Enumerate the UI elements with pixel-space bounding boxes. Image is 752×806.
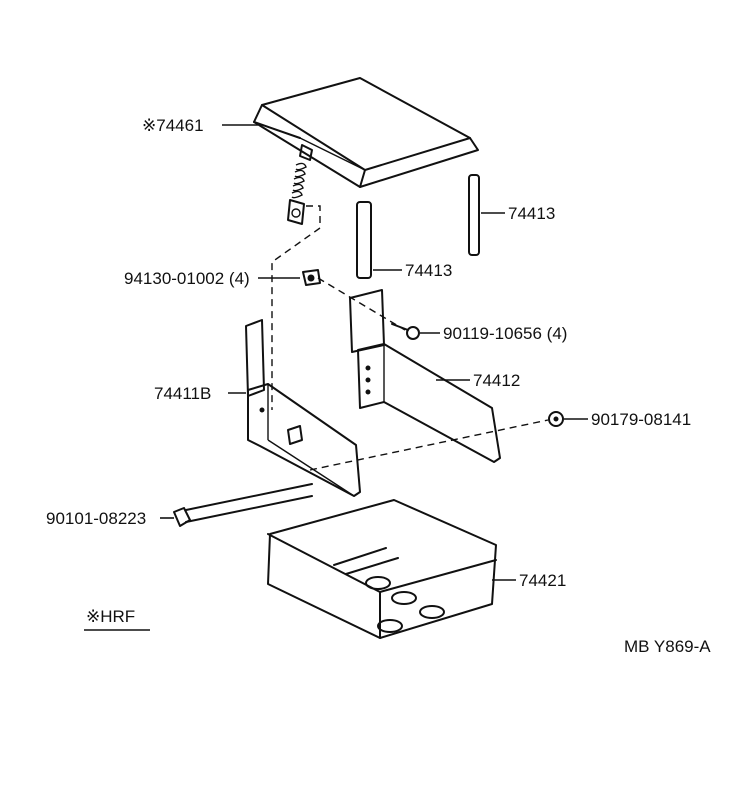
hold-down-rod-right-icon[interactable] (468, 174, 480, 256)
clip-nut-icon[interactable] (302, 269, 321, 286)
bolt-small-icon[interactable] (391, 323, 420, 340)
clamp-bracket-right-icon[interactable] (349, 289, 501, 463)
label-94130-01002: 94130-01002 (4) (124, 269, 250, 288)
label-74413-right: 74413 (508, 204, 555, 223)
diagram-code: MB Y869-A (624, 637, 711, 656)
hold-down-rod-center-icon[interactable] (356, 201, 372, 279)
clamp-bracket-left-icon[interactable] (245, 319, 361, 497)
label-74413-center: 74413 (405, 261, 452, 280)
label-90119-10656: 90119-10656 (4) (443, 324, 567, 343)
note-hrf: ※HRF (86, 607, 135, 626)
label-74412: 74412 (473, 371, 520, 390)
spring-latch-icon (287, 144, 313, 225)
label-74461: ※74461 (142, 116, 204, 135)
long-bolt-icon[interactable] (173, 483, 313, 527)
label-90179-08141: 90179-08141 (591, 410, 691, 429)
battery-cover-icon[interactable] (253, 77, 479, 225)
label-90101-08223: 90101-08223 (46, 509, 146, 528)
nut-icon[interactable] (548, 411, 564, 427)
label-74411b: 74411B (154, 384, 211, 403)
battery-tray-icon[interactable] (267, 499, 497, 639)
label-74421: 74421 (519, 571, 566, 590)
